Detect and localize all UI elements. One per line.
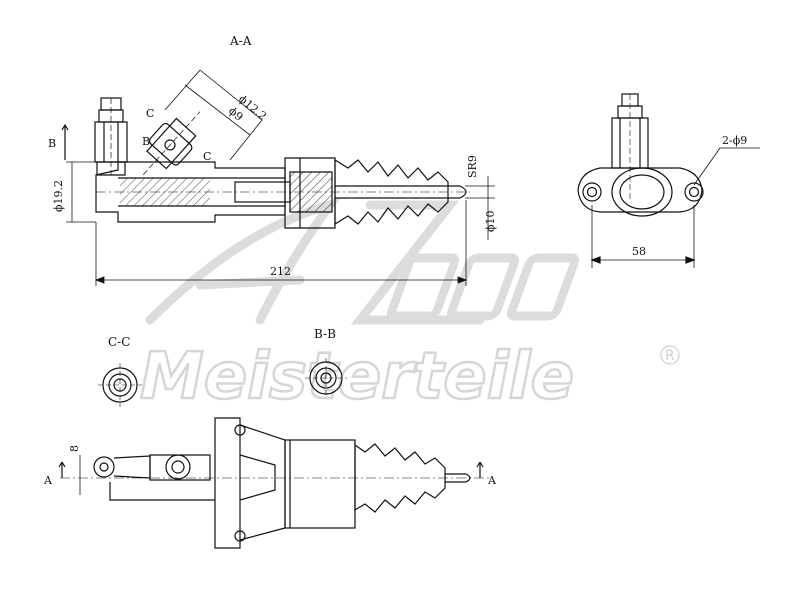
rod-sphere-label: SR9 xyxy=(466,155,479,178)
registered-mark-icon xyxy=(660,345,680,365)
rubber-bellows xyxy=(334,158,449,226)
rod-diameter-label: ϕ10 xyxy=(484,211,497,233)
section-a-a-view: A-A xyxy=(61,34,495,286)
mount-holes-label: 2-ϕ9 xyxy=(722,134,747,147)
end-view xyxy=(577,93,760,268)
section-b-b-title: B-B xyxy=(314,327,336,341)
dimension-lines xyxy=(66,69,495,286)
inclined-hose-fitting xyxy=(142,111,201,175)
marker-a-left: A xyxy=(43,474,53,487)
section-a-a-title: A-A xyxy=(229,34,252,48)
section-marker-b xyxy=(61,123,69,160)
marker-c-bottom: C xyxy=(203,150,211,163)
section-c-c-view xyxy=(98,363,142,407)
mount-spacing-label: 58 xyxy=(632,245,646,258)
watermark-brand: Meisterteile xyxy=(140,340,574,414)
marker-b-left: B xyxy=(48,137,56,150)
marker-b-inner: B xyxy=(142,135,150,148)
bleeder-fitting xyxy=(94,97,128,176)
watermark: Meisterteile R xyxy=(139,197,680,415)
piston-and-collar xyxy=(284,157,336,229)
section-c-c-title: C-C xyxy=(108,335,130,349)
marker-a-right: A xyxy=(487,474,497,487)
bore-diameter-label: ϕ19.2 xyxy=(52,180,65,212)
push-rod xyxy=(335,185,467,199)
watermark-registered: R xyxy=(665,348,675,364)
end-offset-label: 8 xyxy=(68,445,81,452)
marker-c-top: C xyxy=(146,107,154,120)
exterior-view xyxy=(58,417,490,549)
cylinder-body xyxy=(95,161,470,223)
section-b-b-view xyxy=(305,358,347,398)
overall-length-label: 212 xyxy=(270,265,291,278)
